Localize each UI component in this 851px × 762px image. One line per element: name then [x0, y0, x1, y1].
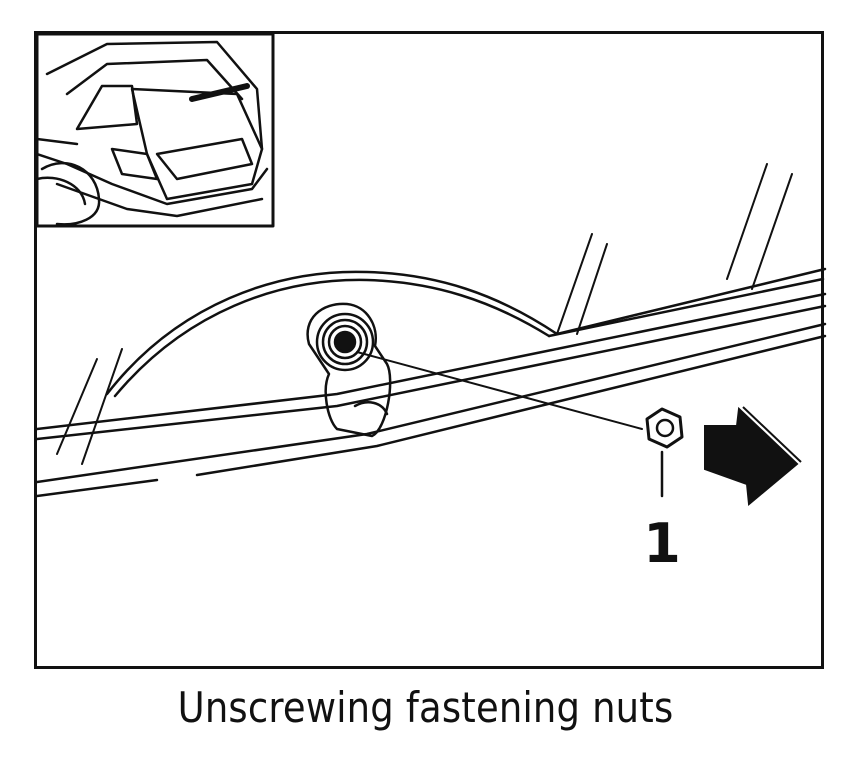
figure-frame: 1 [34, 31, 827, 669]
nut-icon [645, 407, 684, 449]
vehicle-rear-view-icon [37, 34, 275, 228]
diagram-canvas: 1 [37, 34, 827, 575]
removal-direction-arrow-icon [704, 406, 802, 506]
leader-line [356, 351, 643, 430]
callout-label: 1 [643, 512, 681, 575]
figure-caption: Unscrewing fastening nuts [177, 683, 674, 732]
break-marks [56, 163, 793, 465]
mounting-bracket [306, 302, 392, 438]
